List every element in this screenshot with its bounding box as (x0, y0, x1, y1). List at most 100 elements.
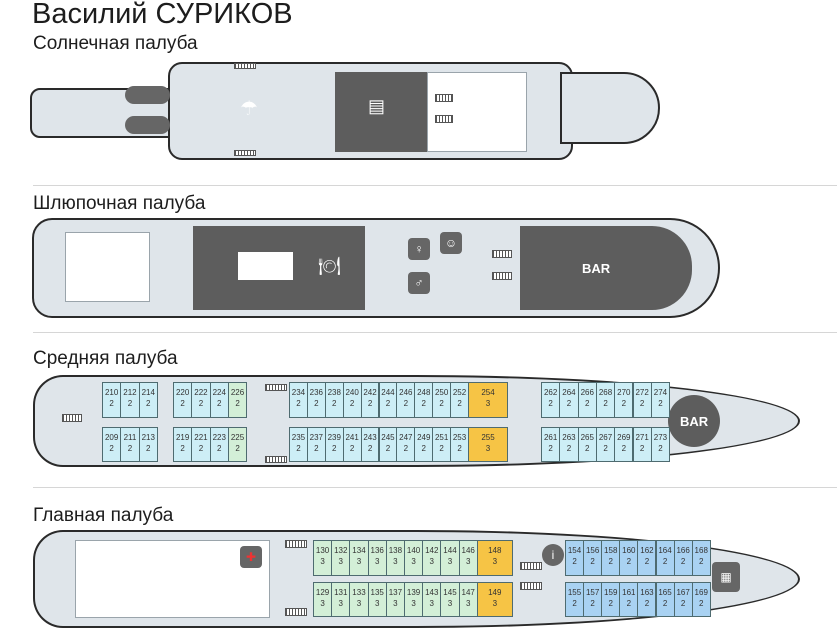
cabin-capacity: 3 (411, 557, 416, 566)
cabin-number: 168 (694, 546, 708, 555)
cabin-number: 271 (635, 433, 649, 442)
boat-deck-title: Шлюпочная палуба (33, 193, 206, 214)
cabin-number: 129 (315, 588, 330, 597)
cabin-capacity: 2 (572, 557, 577, 566)
stairs-icon (285, 608, 307, 616)
cabin-number: 167 (676, 588, 690, 597)
info-icon[interactable]: i (542, 544, 564, 566)
bar-label: BAR (680, 414, 709, 429)
cabin-number: 238 (327, 388, 341, 397)
cabin-capacity: 2 (566, 399, 572, 408)
cabin-capacity: 2 (127, 444, 133, 453)
toilet-icon: ♀ (408, 238, 430, 260)
